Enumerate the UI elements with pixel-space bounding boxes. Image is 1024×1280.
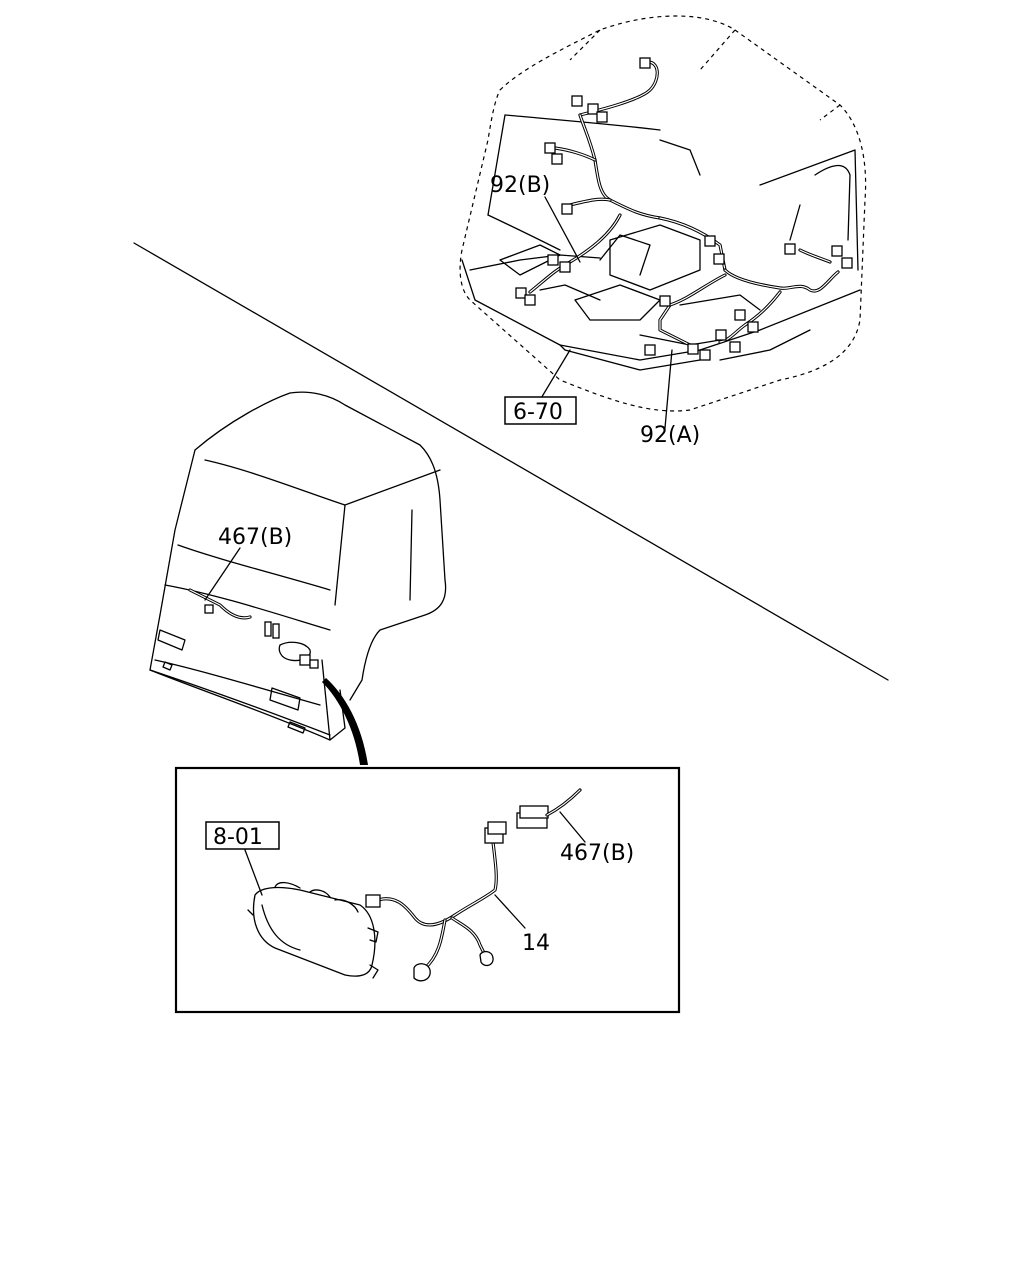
ref-box-8-01[interactable]: 8-01 (205, 821, 280, 850)
leader-467b-cab (204, 547, 241, 601)
harness-92 (515, 57, 853, 361)
svg-text:8-01: 8-01 (213, 825, 263, 850)
label-467b-detail: 467(B) (560, 841, 634, 866)
separator-line (133, 242, 889, 681)
label-92a: 92(A) (640, 423, 700, 448)
leader-8-01 (244, 849, 263, 896)
leader-14 (494, 894, 526, 929)
detail-box (174, 766, 681, 1014)
svg-text:6-70: 6-70 (513, 400, 563, 425)
leader-92a (664, 349, 673, 429)
label-467b-cab: 467(B) (218, 525, 292, 550)
headlamp-drawing (247, 881, 379, 979)
cab-interior-drawing (459, 15, 867, 412)
ref-box-6-70[interactable]: 6-70 (504, 396, 577, 425)
leader-467b-detail (559, 811, 586, 843)
leader-92b (544, 196, 581, 263)
cab-exterior-drawing (149, 391, 447, 741)
label-92b: 92(B) (490, 173, 550, 198)
connector-467b (516, 788, 582, 829)
label-14: 14 (522, 931, 550, 956)
leader-6-70 (539, 349, 571, 401)
harness-14 (365, 821, 507, 982)
detail-pointer-arrow (322, 678, 368, 765)
